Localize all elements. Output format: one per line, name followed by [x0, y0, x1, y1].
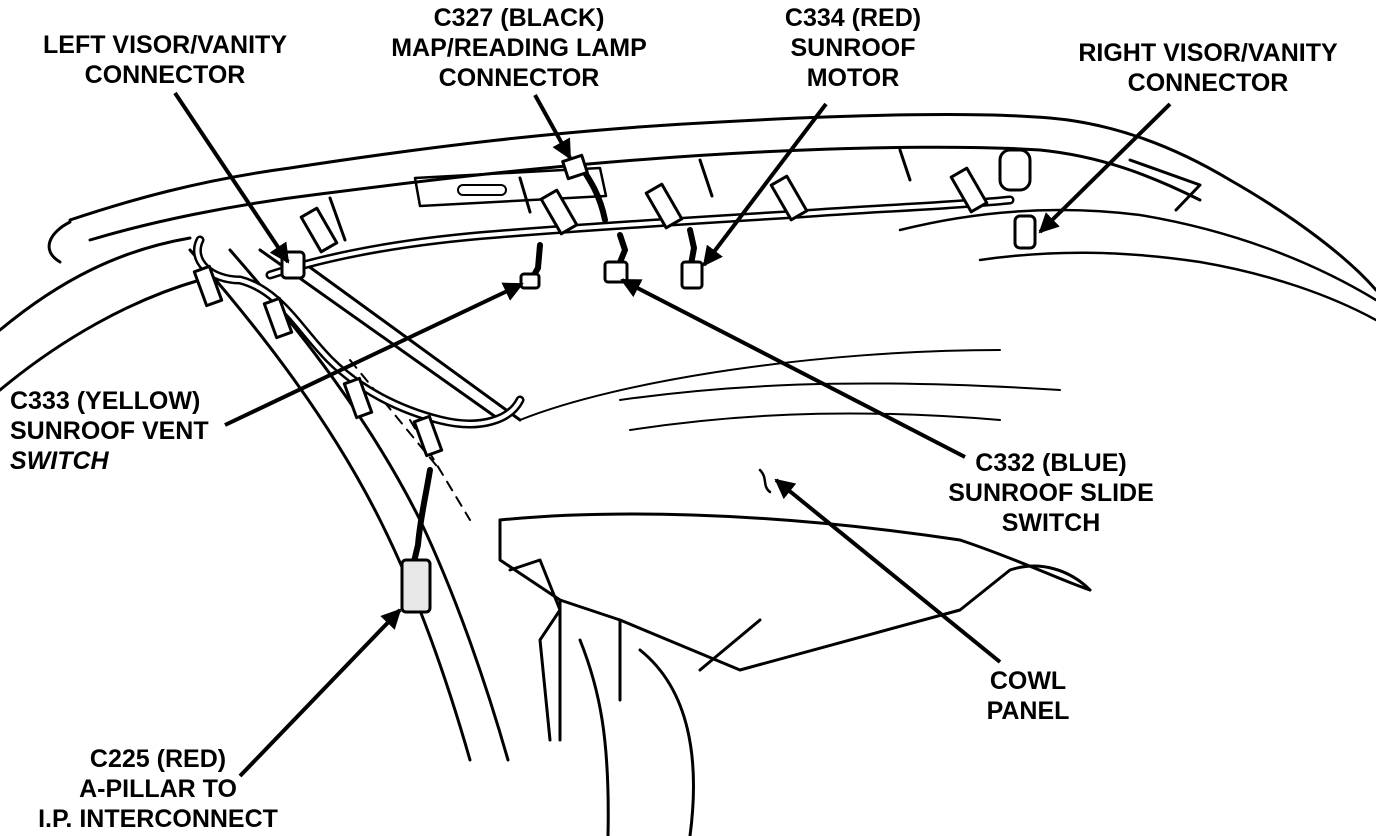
connector-c327: [561, 153, 589, 181]
callout-line: C334 (RED): [784, 4, 922, 32]
cowl-panel-shape: [498, 512, 1092, 836]
callout-line: A-PILLAR TO: [79, 775, 237, 803]
arrow-c334: [702, 102, 828, 267]
callout-line: SWITCH: [10, 447, 109, 475]
callout-line: C225 (RED): [89, 745, 227, 773]
arrow-right-visor: [1038, 102, 1172, 234]
callout-line: SUNROOF SLIDE: [948, 479, 1154, 507]
callout-c333-connector: C333 (YELLOW) SUNROOF VENT SWITCH: [10, 386, 209, 476]
callout-cowl-panel: COWL PANEL: [987, 666, 1070, 726]
arrow-c332: [620, 278, 966, 459]
callout-line: RIGHT VISOR/VANITY: [1078, 39, 1338, 67]
wiring-harness: [193, 162, 1015, 573]
callout-left-visor-connector: LEFT VISOR/VANITY CONNECTOR: [43, 30, 287, 90]
callout-c327-connector: C327 (BLACK) MAP/READING LAMP CONNECTOR: [391, 3, 647, 93]
callout-line: LEFT VISOR/VANITY: [43, 31, 287, 59]
callout-c332-connector: C332 (BLUE) SUNROOF SLIDE SWITCH: [948, 448, 1154, 538]
callout-line: C333 (YELLOW): [10, 387, 201, 415]
connector-c332: [603, 260, 629, 284]
connector-right-visor: [1013, 214, 1037, 250]
callout-line: COWL: [989, 667, 1067, 695]
arrow-c333: [224, 282, 524, 427]
connector-c333: [519, 272, 541, 290]
callout-c225-connector: C225 (RED) A-PILLAR TO I.P. INTERCONNECT: [38, 744, 278, 834]
callout-line: C327 (BLACK): [433, 4, 605, 32]
callout-line: MAP/READING LAMP: [391, 34, 647, 62]
callout-line: C332 (BLUE): [975, 449, 1127, 477]
leader-arrows: [173, 91, 1172, 778]
callout-c334-connector: C334 (RED) SUNROOF MOTOR: [785, 3, 921, 93]
connector-c334: [680, 260, 704, 290]
windshield-and-a-pillar: [188, 248, 1061, 762]
callout-line: SWITCH: [1001, 509, 1101, 537]
connector-c225: [400, 558, 432, 614]
arrow-c225: [238, 608, 402, 778]
arrow-c327: [533, 94, 572, 160]
arrow-cowl: [774, 478, 1002, 664]
connector-bodies: [192, 148, 1037, 614]
arrow-left-visor: [173, 91, 290, 264]
callout-line: SUNROOF VENT: [10, 417, 209, 445]
callout-line: PANEL: [986, 697, 1070, 725]
callout-line: SUNROOF: [790, 34, 916, 62]
callout-line: CONNECTOR: [438, 64, 600, 92]
callout-line: I.P. INTERCONNECT: [38, 805, 278, 833]
callout-line: CONNECTOR: [84, 61, 246, 89]
callout-line: MOTOR: [806, 64, 900, 92]
callout-right-visor-connector: RIGHT VISOR/VANITY CONNECTOR: [1078, 38, 1337, 98]
headliner-outline: [0, 113, 1376, 392]
callout-line: CONNECTOR: [1127, 69, 1289, 97]
